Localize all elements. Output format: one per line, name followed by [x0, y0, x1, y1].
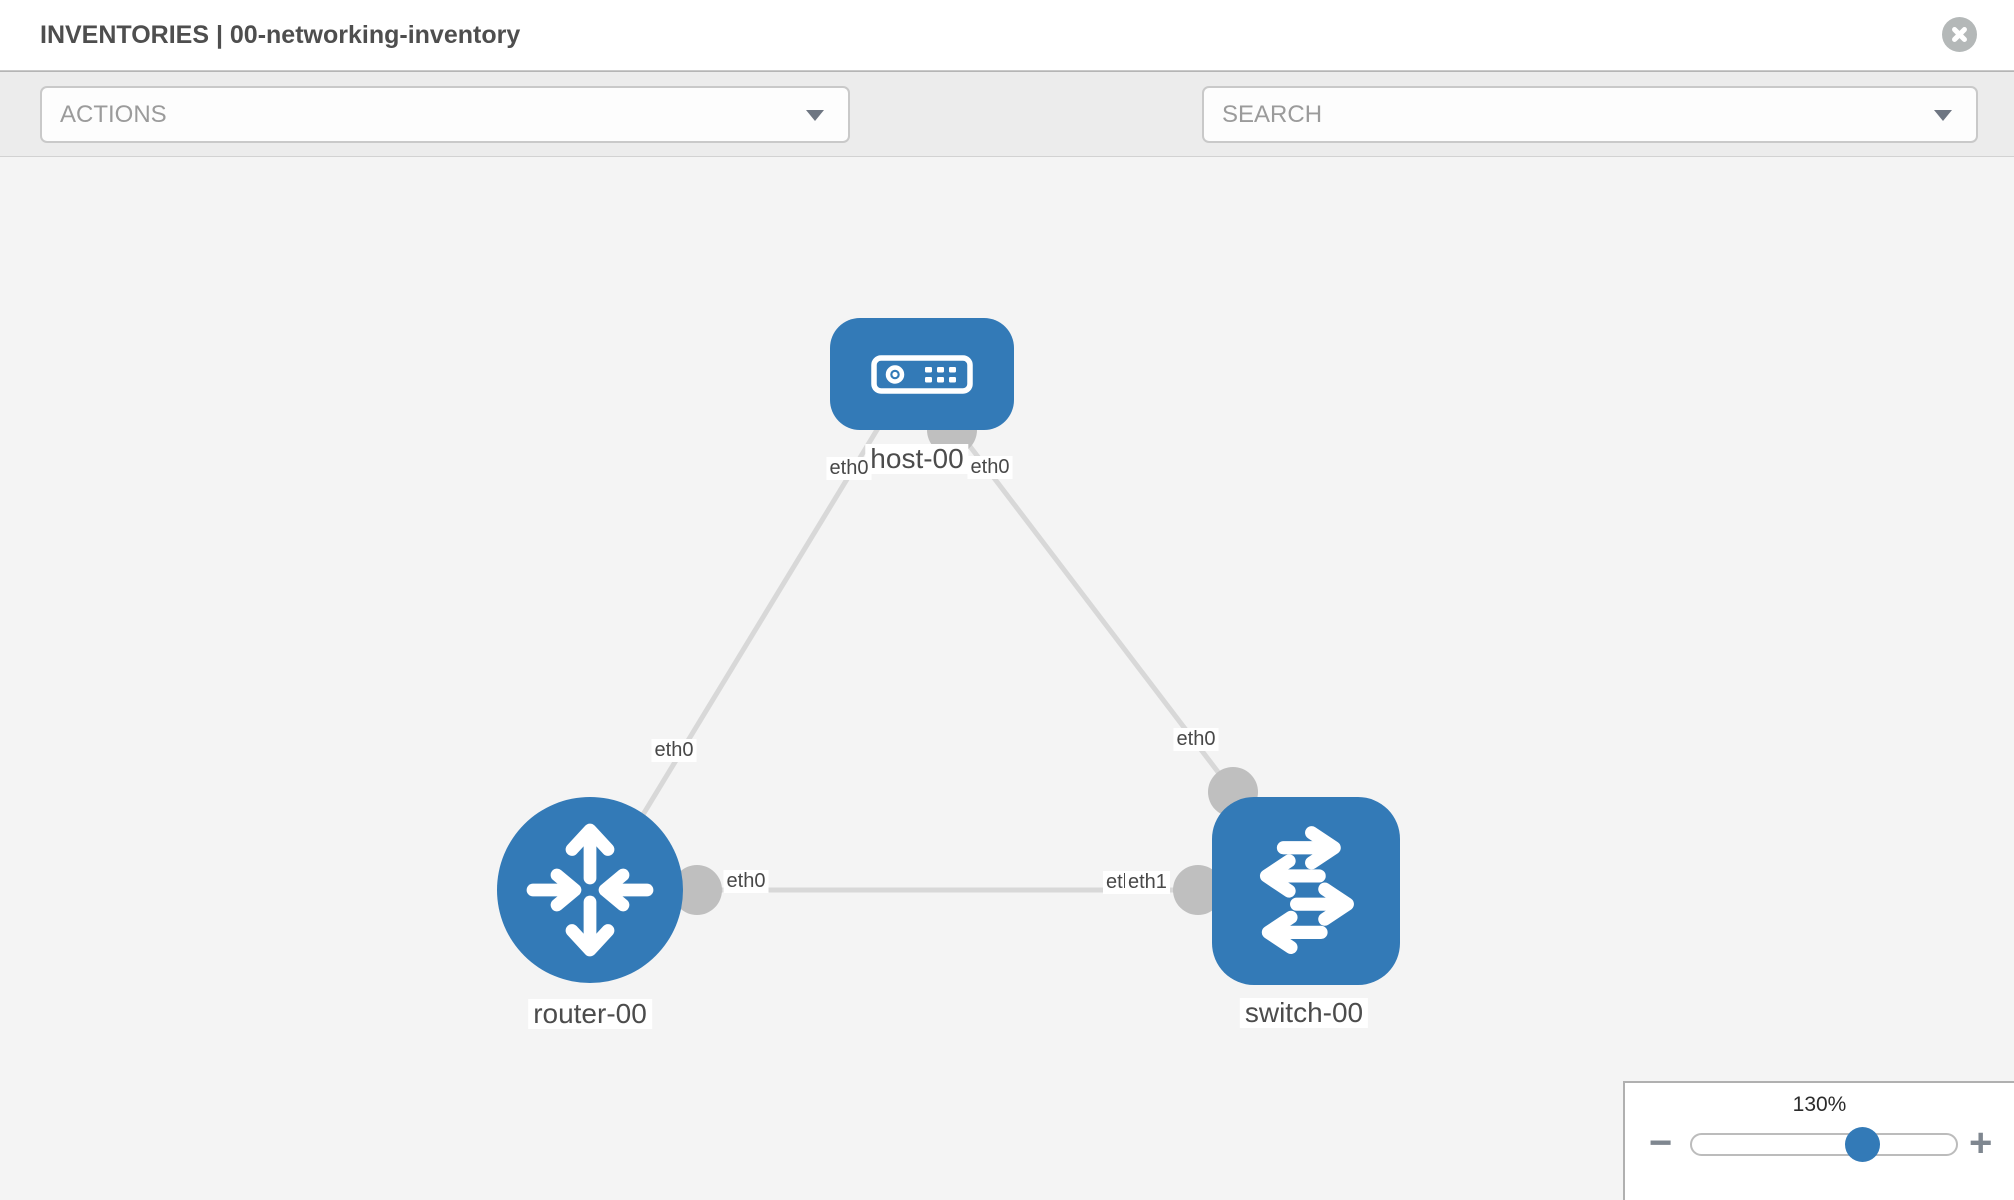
zoom-out-button[interactable]: − [1649, 1121, 1673, 1165]
node-label-switch: switch-00 [1239, 998, 1369, 1028]
iface-label-router-eth0-link: eth0 [723, 870, 769, 893]
link-lines [627, 390, 1252, 893]
chevron-down-icon [1934, 110, 1952, 121]
iface-label-switch-eth0-top: eth0 [1173, 728, 1219, 751]
zoom-slider-track[interactable] [1690, 1133, 1958, 1156]
node-router-00[interactable] [497, 797, 683, 983]
zoom-slider-handle[interactable] [1845, 1127, 1880, 1162]
actions-dropdown[interactable]: ACTIONS [40, 86, 850, 143]
zoom-level-value: 130% [1792, 1093, 1847, 1116]
iface-label-host-eth0-left: eth0 [826, 457, 872, 480]
node-host-00[interactable] [830, 318, 1014, 430]
close-icon[interactable] [1942, 17, 1977, 52]
search-dropdown-label: SEARCH [1222, 101, 1323, 128]
node-label-host: host-00 [865, 444, 969, 474]
toolbar: ACTIONS SEARCH [0, 71, 2014, 208]
node-switch-00[interactable] [1212, 797, 1400, 985]
header-bar: INVENTORIES | 00-networking-inventory [0, 0, 2014, 71]
node-label-router: router-00 [528, 999, 652, 1029]
router-icon [526, 823, 654, 957]
topology-canvas[interactable]: host-00 router-00 switch-00 eth0 eth0 et… [0, 157, 2014, 1200]
iface-label-router-eth0-top: eth0 [651, 739, 697, 762]
actions-dropdown-label: ACTIONS [60, 101, 167, 128]
search-dropdown[interactable]: SEARCH [1202, 86, 1978, 143]
page-title: INVENTORIES | 00-networking-inventory [40, 21, 521, 49]
host-icon [871, 355, 973, 394]
switch-icon [1259, 826, 1354, 954]
iface-label-switch-eth1-over: eth1 [1125, 871, 1170, 894]
chevron-down-icon [806, 110, 824, 121]
zoom-control-panel: 130% − + [1623, 1081, 2014, 1200]
iface-label-host-eth0-right: eth0 [967, 456, 1013, 479]
zoom-in-button[interactable]: + [1969, 1121, 1993, 1165]
